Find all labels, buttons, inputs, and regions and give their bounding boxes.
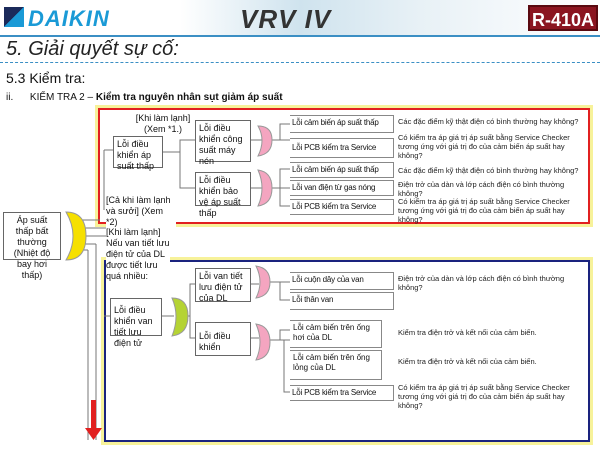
leaf-item: Lỗi cuộn dây của van — [290, 272, 394, 290]
check-note: Điện trở của dàn và lớp cách điện có bìn… — [398, 180, 565, 198]
brand-logo: DAIKIN — [28, 6, 110, 31]
section-title: Kiểm tra nguyên nhân sụt giảm áp suất — [95, 92, 283, 103]
or-gate — [257, 169, 273, 207]
node-control-fault: Lỗi điều khiển — [195, 322, 251, 356]
section-prefix: KIỂM TRA 2 – — [29, 92, 94, 103]
root-node: Áp suất thấp bất thường (Nhiệt độ bay hơ… — [3, 212, 61, 280]
daikin-logo-icon — [4, 7, 24, 27]
leaf-item: Lỗi cảm biến áp suất thấp — [290, 162, 394, 178]
check-note: Có kiểm tra áp giá trị áp suất bằng Serv… — [398, 133, 570, 160]
leaf-item: Lỗi PCB kiểm tra Service — [290, 138, 394, 158]
check-note: Kiểm tra điện trở và kết nối của cảm biế… — [398, 357, 537, 366]
condition-both: [Cả khi làm lạnh và sưởi] (Xem *2) — [106, 195, 176, 228]
section-number: ii. — [6, 92, 14, 103]
or-gate — [257, 125, 273, 157]
check-note: Các đặc điểm kỹ thật điện có bình thường… — [398, 117, 579, 126]
product-logo: VRV IV — [240, 4, 332, 34]
down-arrow-icon — [85, 400, 102, 440]
divider — [0, 62, 600, 63]
expansion-valve-check-frame — [104, 260, 590, 442]
or-gate-root — [65, 211, 87, 261]
condition-cooling-valve: [Khi làm lạnh] Nếu van tiết lưu điện tử … — [106, 227, 170, 282]
node-low-pressure-control: Lỗi điều khiển áp suất thấp — [113, 136, 163, 171]
condition-cooling: [Khi làm lạnh] (Xem *1.) — [135, 113, 191, 134]
or-gate — [255, 323, 271, 361]
check-note: Các đặc điểm kỹ thật điện có bình thường… — [398, 166, 579, 175]
leaf-item: Lỗi thân van — [290, 292, 394, 310]
leaf-item: Lỗi cảm biến trên ống hơi của DL — [290, 320, 382, 348]
node-low-pressure-protection: Lỗi điều khiển bảo vệ áp suất thấp — [195, 172, 251, 218]
leaf-item: Lỗi cảm biến trên ống lỏng của DL — [290, 350, 382, 380]
check-note: Có kiểm tra áp giá trị áp suất bằng Serv… — [398, 383, 570, 410]
leaf-item: Lỗi PCB kiểm tra Service — [290, 199, 394, 215]
check-note: Điện trở của dàn và lớp cách điện có bìn… — [398, 274, 565, 292]
or-gate — [171, 297, 189, 337]
or-gate — [255, 265, 271, 299]
check-note: Kiểm tra điện trở và kết nối của cảm biế… — [398, 328, 537, 337]
section-heading: ii. KIỂM TRA 2 – Kiểm tra nguyên nhân sụ… — [6, 92, 283, 103]
page-title: 5. Giải quyết sự cố: — [6, 38, 179, 60]
refrigerant-badge: R-410A — [528, 5, 598, 31]
subtitle: 5.3 Kiểm tra: — [6, 70, 86, 86]
leaf-item: Lỗi PCB kiểm tra Service — [290, 385, 394, 401]
node-valve-fault: Lỗi van tiết lưu điện tử của DL — [195, 268, 251, 303]
node-expansion-valve-control: Lỗi điều khiển van tiết lưu điện tử — [110, 298, 162, 348]
leaf-item: Lỗi cảm biến áp suất thấp — [290, 115, 394, 133]
cooling-check-frame — [98, 108, 590, 224]
node-compressor-capacity: Lỗi điều khiển công suất máy nén — [195, 120, 251, 166]
header-banner: DAIKIN VRV IV R-410A — [0, 0, 600, 37]
check-note: Có kiểm tra áp giá trị áp suất bằng Serv… — [398, 197, 570, 224]
leaf-item: Lỗi van điện từ gas nóng — [290, 180, 394, 196]
